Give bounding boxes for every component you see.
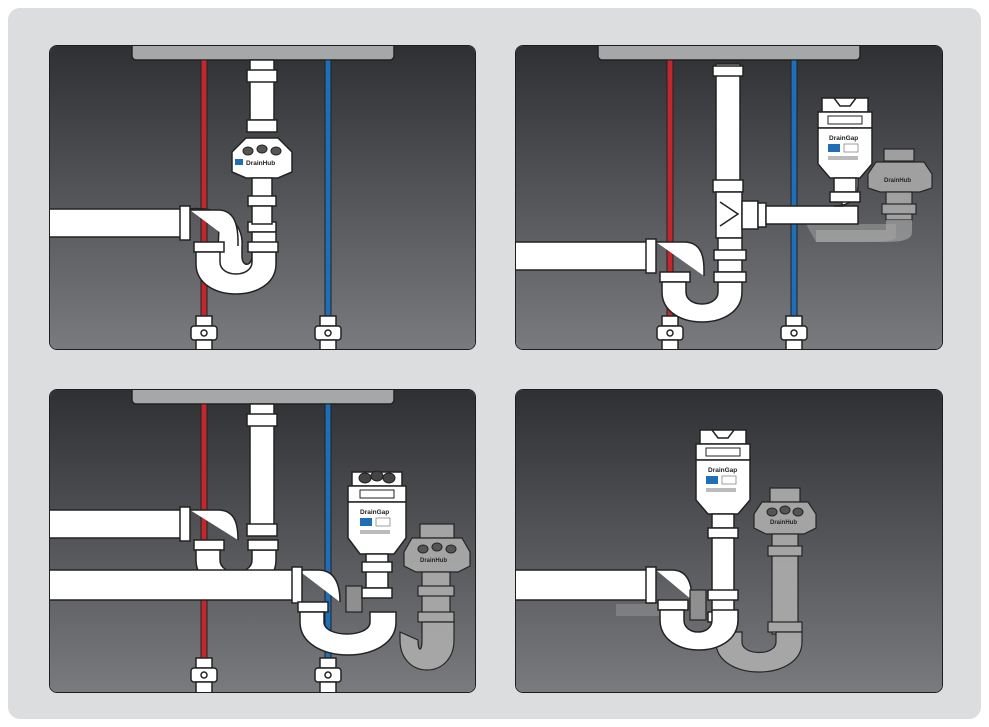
hot-supply-line [200,403,208,675]
hot-valve [190,315,218,349]
draingap-label: DrainGap [360,509,389,516]
cold-supply-line [790,59,798,331]
draingap-device: DrainGap [347,470,407,599]
waste-arm [50,208,189,238]
cold-supply-line [324,59,332,331]
waste-arm [516,241,655,271]
drainhub-label: DrainHub [884,178,911,184]
panel-drainhub-installed: DrainHub [49,45,476,350]
draingap-device: DrainGap [695,429,751,623]
hot-supply-line [200,59,208,331]
draingap-device: DrainGap [817,97,873,203]
p-trap [659,609,739,651]
draingap-label: DrainGap [829,135,858,142]
hot-valve [656,315,684,349]
upper-waste-arm [50,509,189,539]
cold-valve [780,315,808,349]
waste-arm [516,569,655,601]
ghost-drainhub-device: DrainHub [816,148,933,242]
ghost-drainhub-device: DrainHub [616,487,817,673]
panel-draingap-second-trap: DrainHub DrainGap [49,389,476,693]
cold-valve [314,657,342,692]
sink-base [131,390,395,405]
lower-p-trap [299,611,397,656]
sink-base [597,46,861,61]
sink-base [131,46,395,61]
cold-valve [314,315,342,349]
draingap-label: DrainGap [708,467,737,474]
p-trap [661,281,743,323]
panel-standalone-draingap: DrainHub DrainGap [515,389,943,693]
lower-waste-arm [50,569,299,601]
drainhub-label: DrainHub [246,160,275,167]
panel-draingap-tee-install: DrainHub DrainGap [515,45,943,350]
hot-valve [190,657,218,692]
ghost-drainhub-device: DrainHub [399,523,471,671]
drainhub-device: DrainHub [231,137,293,179]
drainhub-label: DrainHub [770,520,797,526]
drainhub-label: DrainHub [420,558,447,564]
